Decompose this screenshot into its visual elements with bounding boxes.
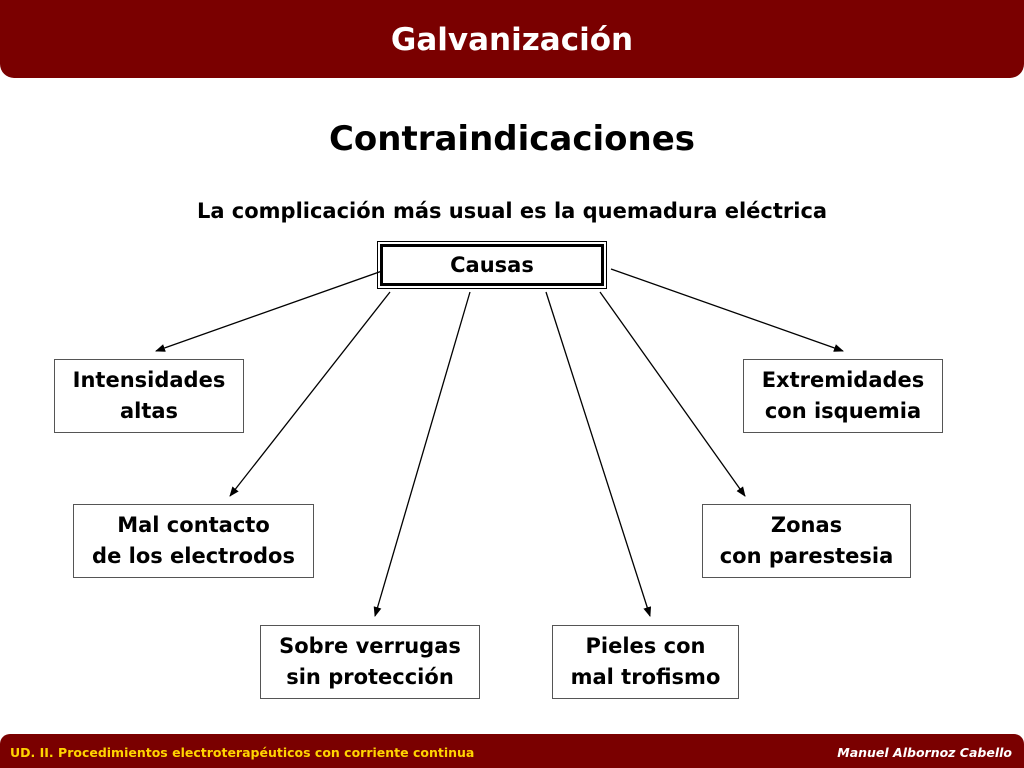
header-bar: Galvanización [0, 0, 1024, 78]
node-line: con isquemia [764, 399, 922, 423]
node-line: Intensidades [72, 368, 226, 392]
node-line: con parestesia [719, 544, 894, 568]
arrow-to-pieles [545, 291, 652, 617]
arrow-to-zonas [599, 291, 746, 497]
node-line: altas [119, 399, 179, 423]
root-node-causas: Causas [377, 241, 607, 289]
node-line: de los electrodos [92, 544, 295, 568]
node-line: Mal contacto [117, 513, 270, 537]
node-sobre-verrugas: Sobre verrugas sin protección [260, 625, 480, 699]
node-mal-contacto: Mal contacto de los electrodos [73, 504, 314, 578]
node-line: Sobre verrugas [279, 634, 461, 658]
arrow-to-mal-contacto [229, 291, 391, 497]
node-pieles-trofismo: Pieles con mal trofismo [552, 625, 739, 699]
node-line: sin protección [286, 665, 454, 689]
node-zonas-parestesia: Zonas con parestesia [702, 504, 911, 578]
node-line: mal trofismo [570, 665, 721, 689]
footer-author: Manuel Albornoz Cabello [837, 745, 1012, 760]
slide-title: Contraindicaciones [328, 119, 696, 159]
header-title: Galvanización [390, 22, 634, 58]
node-line: Pieles con [585, 634, 706, 658]
node-extremidades-isquemia: Extremidades con isquemia [743, 359, 943, 433]
node-line: Zonas [770, 513, 843, 537]
arrow-to-intensidades [155, 270, 383, 352]
arrow-to-extremidades [610, 268, 844, 352]
slide-subtitle: La complicación más usual es la quemadur… [196, 199, 828, 223]
node-line: Extremidades [761, 368, 925, 392]
footer-course-title: UD. II. Procedimientos electroterapéutic… [10, 745, 475, 760]
footer-bar: UD. II. Procedimientos electroterapéutic… [0, 734, 1024, 768]
node-intensidades-altas: Intensidades altas [54, 359, 244, 433]
arrow-to-verrugas [373, 291, 471, 617]
